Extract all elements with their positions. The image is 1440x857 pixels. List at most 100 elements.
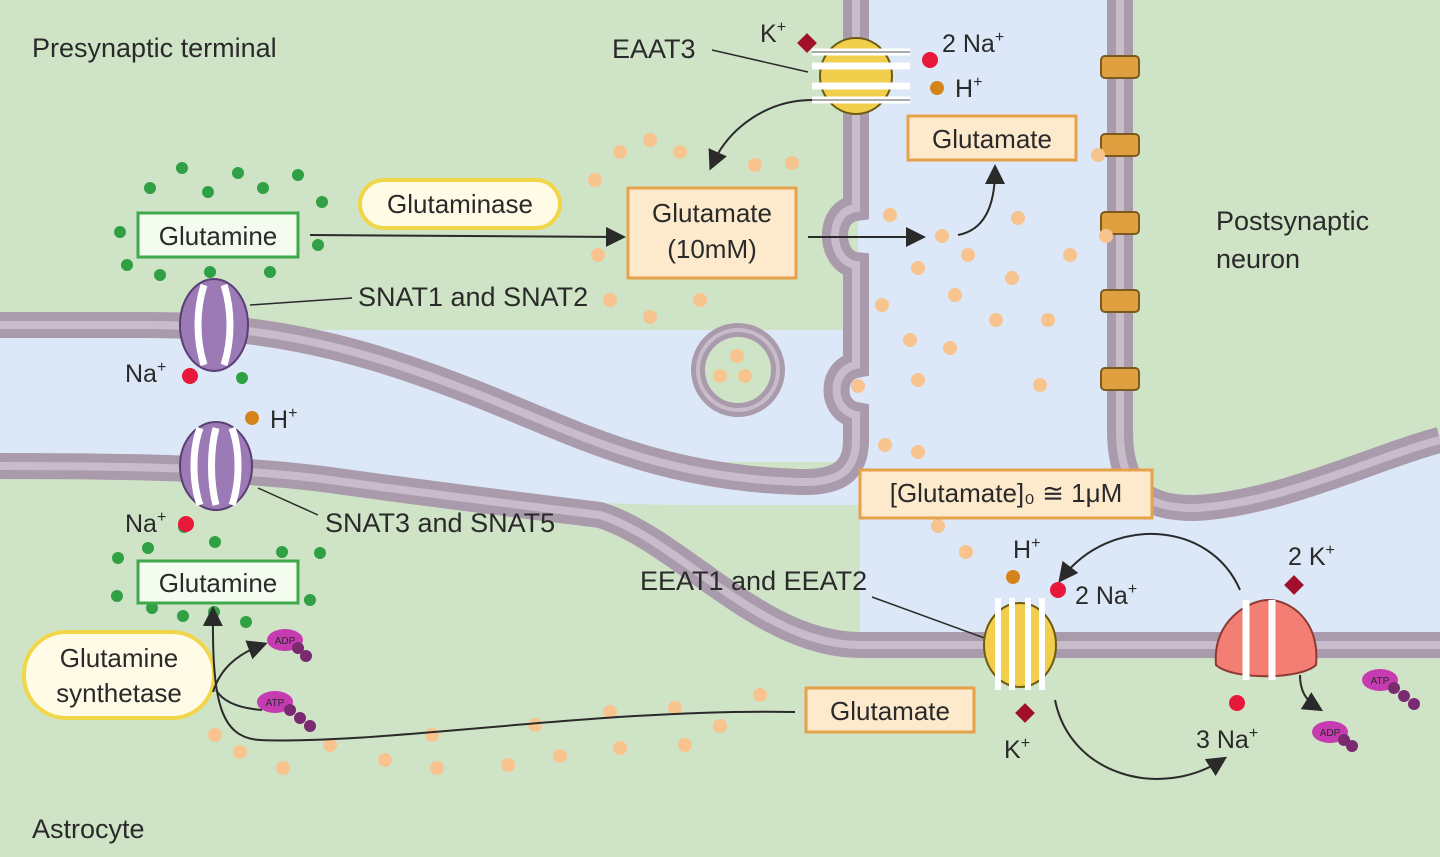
glutamine-dot [316, 196, 328, 208]
glutamate-dot [553, 749, 567, 763]
h-eeat-label: H+ [1013, 535, 1040, 564]
glutamate-dot [883, 208, 897, 222]
glutaminase-text: Glutaminase [387, 189, 533, 219]
glutamate-dot [673, 145, 687, 159]
glutamate-dot [613, 741, 627, 755]
glutamate-dot [748, 158, 762, 172]
snat12-label: SNAT1 and SNAT2 [358, 282, 588, 312]
glutamate-dot [603, 705, 617, 719]
k2-pump-label: 2 K+ [1288, 542, 1335, 571]
glutamine-dot [202, 186, 214, 198]
arrow-pump-adp [1299, 674, 1324, 712]
glutamate-dot [753, 688, 767, 702]
proton-eaat3 [930, 81, 944, 95]
glutamate-dot [911, 445, 925, 459]
presynaptic-label: Presynaptic terminal [32, 33, 277, 63]
arrow-glutamine-to-glutamate [309, 226, 626, 247]
glutamine-dot [232, 167, 244, 179]
glutamate-dot [425, 728, 439, 742]
postsynaptic-label-line1: Postsynaptic [1216, 206, 1369, 236]
arrow-pump-to-eeat [1058, 533, 1241, 591]
glutamine-dot [121, 259, 133, 271]
na-snat12-label: Na+ [125, 359, 166, 388]
sodium-snat12 [182, 368, 198, 384]
arrow-eeat-to-pump [1054, 699, 1228, 780]
eeat12-label: EEAT1 and EEAT2 [640, 566, 867, 596]
snat12-leader [249, 297, 353, 306]
sodium-eeat [1050, 582, 1066, 598]
ion-labels: K+ 2 Na+ H+ Na+ H+ Na+ H+ 2 Na+ K+ 2 K+ … [125, 19, 1335, 764]
glutamine-top-text: Glutamine [159, 221, 278, 251]
h-snat35-label: H+ [270, 405, 297, 434]
glutamine-dot [142, 542, 154, 554]
glutamine-dot [114, 226, 126, 238]
glutamate-cleft-box: Glutamate [906, 114, 1078, 162]
glutamate-dot [1005, 271, 1019, 285]
glutamate-vesicular-box: Glutamate (10mM) [626, 186, 798, 280]
glutamine-dot [209, 536, 221, 548]
glutamate-dot [948, 288, 962, 302]
synaptic-vesicle [691, 323, 785, 417]
glutamine-dot [304, 594, 316, 606]
extracellular-concentration-text: [Glutamate]₀ ≅ 1μM [890, 478, 1123, 508]
sodium-eaat3 [922, 52, 938, 68]
atp-adp-molecules: ADP ATP ATP ADP [257, 629, 1420, 752]
glutamine-dot [208, 606, 220, 618]
na3-pump-label: 3 Na+ [1196, 725, 1258, 754]
snat12-transporter [179, 278, 249, 372]
arrow-astro-to-glutamine [202, 606, 796, 742]
glutamine-dot [146, 602, 158, 614]
eaat3-transporter [812, 37, 910, 115]
snat35-transporter [179, 421, 253, 511]
glutamine-bottom-text: Glutamine [159, 568, 278, 598]
glutamine-dot [144, 182, 156, 194]
glutamine-dot [204, 266, 216, 278]
glutamate-dot [528, 718, 542, 732]
na-k-pump [1214, 598, 1318, 680]
glutamate-dots [208, 133, 1113, 775]
glutamine-dots [111, 162, 328, 628]
glutamine-synthetase-line2: synthetase [56, 678, 182, 708]
atp-left-text: ATP [266, 698, 285, 709]
glutamine-dot [112, 552, 124, 564]
glutamine-dot [314, 547, 326, 559]
presynaptic-membrane-inner [0, 0, 860, 487]
glutamate-dot [378, 753, 392, 767]
glutamate-dot [501, 758, 515, 772]
sodium-pump [1229, 695, 1245, 711]
glutamine-dot [236, 372, 248, 384]
extracellular-concentration-box: [Glutamate]₀ ≅ 1μM [858, 468, 1154, 520]
glutamate-dot [911, 261, 925, 275]
glutamine-dot [111, 590, 123, 602]
glutamate-dot [989, 313, 1003, 327]
postsynaptic-area [1118, 0, 1440, 510]
glutamate-dot [878, 438, 892, 452]
atp-right-text: ATP [1371, 676, 1390, 687]
glutamine-box-top: Glutamine [136, 211, 300, 259]
adp-right-text: ADP [1320, 728, 1341, 739]
eaat3-leader [711, 49, 809, 73]
glutamine-dot [312, 239, 324, 251]
glutamate-dot [643, 310, 657, 324]
glutamine-synthetase-enzyme: Glutamine synthetase [22, 630, 216, 720]
arrow-to-cleft-glutamate [957, 164, 1005, 236]
glutamate-dot [588, 173, 602, 187]
proton-snat35 [245, 411, 259, 425]
glutamate-dot [693, 293, 707, 307]
glutaminase-enzyme: Glutaminase [358, 178, 562, 230]
glutamate-dot [1041, 313, 1055, 327]
glutamine-dot [240, 616, 252, 628]
glutamate-dot [643, 133, 657, 147]
glutamate-dot [961, 248, 975, 262]
glutamate-dot [1033, 378, 1047, 392]
astrocyte-membrane-inner [0, 462, 1440, 649]
glutamine-dot [176, 162, 188, 174]
snat35-leader [257, 487, 319, 516]
arrow-to-adp [212, 640, 268, 693]
potassium-eeat [1015, 703, 1035, 723]
glutamate-dot [613, 145, 627, 159]
glutamate-dot [276, 761, 290, 775]
glutamate-vesicular-line2: (10mM) [667, 234, 757, 264]
glutamate-dot [603, 293, 617, 307]
